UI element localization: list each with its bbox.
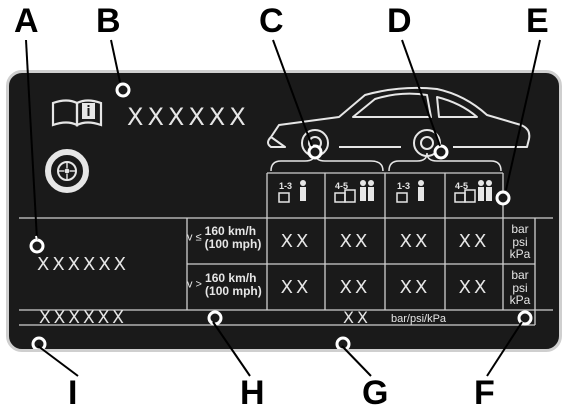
placard-graphics: [19, 82, 553, 349]
left-block-placeholder: XXXXXX: [37, 254, 129, 275]
occupant-icon: [418, 180, 424, 201]
pressure-cell: XX: [280, 277, 312, 298]
pressure-cell: XX: [280, 231, 312, 252]
pressure-cell: XX: [339, 231, 371, 252]
units-label-row-1: bar psi kPa: [506, 223, 534, 261]
axle-brackets: [270, 152, 502, 172]
unit-kpa: kPa: [509, 293, 531, 308]
speed-value: 160 km/h: [205, 271, 257, 285]
tire-icon: [45, 149, 89, 193]
tire-pressure-placard: XXXXXX XXXXXX XXXXXX XX bar/psi/kPa 1-3 …: [6, 70, 562, 352]
bottom-pressure-placeholder: XX: [343, 308, 371, 327]
speed-value-alt: (100 mph): [204, 236, 262, 251]
speed-operator: v ≤: [187, 231, 202, 244]
speed-operator: v >: [187, 278, 202, 291]
car-outline-icon: [267, 86, 531, 157]
pressure-cell: XX: [399, 231, 431, 252]
load-label-rear-full: 4-5: [455, 181, 469, 191]
speed-condition-high: v > 160 km/h (100 mph): [187, 272, 262, 297]
load-label-front-light: 1-3: [279, 181, 293, 191]
callout-letter-g: G: [362, 374, 389, 412]
luggage-icon: [396, 192, 408, 203]
load-label-front-full: 4-5: [335, 181, 349, 191]
header-placeholder: XXXXXX: [127, 103, 250, 131]
load-label-rear-light: 1-3: [397, 181, 411, 191]
unit-bar: bar: [511, 268, 529, 282]
unit-bar: bar: [511, 222, 529, 236]
unit-kpa: kPa: [509, 247, 531, 262]
speed-value: 160 km/h: [204, 224, 257, 238]
unit-psi: psi: [512, 234, 528, 249]
callout-markers: [29, 82, 533, 349]
callout-letter-d: D: [387, 2, 412, 40]
speed-condition-low: v ≤ 160 km/h (100 mph): [187, 225, 261, 250]
occupant-icon: [300, 180, 306, 201]
pressure-cell: XX: [339, 277, 371, 298]
unit-psi: psi: [512, 280, 528, 295]
load-condition-icons: [278, 180, 492, 203]
pressure-cell: XX: [458, 277, 490, 298]
occupant-icon: [478, 180, 492, 201]
pressure-cell: XX: [458, 231, 490, 252]
owners-manual-info-icon: [51, 99, 103, 127]
callout-letter-h: H: [240, 374, 265, 412]
bottom-left-placeholder: XXXXXX: [39, 308, 127, 328]
luggage-icon: [278, 192, 290, 203]
pressure-cell: XX: [399, 277, 431, 298]
callout-letter-a: A: [14, 2, 39, 40]
bottom-units-label: bar/psi/kPa: [391, 313, 447, 325]
callout-letter-f: F: [474, 374, 495, 412]
callout-letter-e: E: [526, 2, 549, 40]
speed-value-alt: (100 mph): [205, 283, 262, 298]
luggage-icon: [454, 189, 476, 203]
occupant-icon: [360, 180, 374, 201]
luggage-icon: [334, 189, 356, 203]
units-label-row-2: bar psi kPa: [506, 269, 534, 307]
callout-letter-i: I: [68, 374, 78, 412]
callout-letter-c: C: [259, 2, 284, 40]
callout-letter-b: B: [96, 2, 121, 40]
